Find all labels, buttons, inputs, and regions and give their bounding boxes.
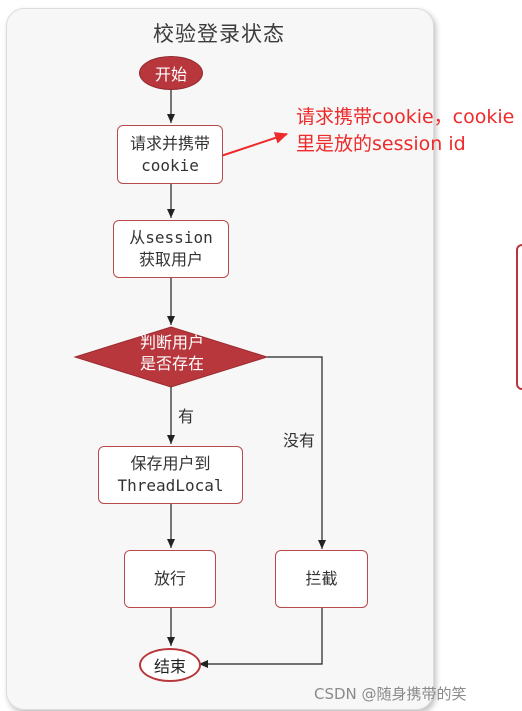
cookie-annotation: 请求携带cookie，cookie里是放的session id <box>296 106 515 155</box>
start-node-label: 开始 <box>154 65 187 84</box>
request-with-cookie-node: 请求并携带 cookie <box>117 125 223 184</box>
edge-decision-no <box>267 356 326 549</box>
decision-label: 判断用户 是否存在 <box>106 333 238 375</box>
edge-label-no: 没有 <box>283 431 316 450</box>
decision-label-line2: 是否存在 <box>139 353 204 373</box>
intercept-label: 拦截 <box>305 569 338 589</box>
end-node: 结束 <box>139 648 201 682</box>
decision-label-line1: 判断用户 <box>139 333 204 352</box>
save-user-line1: 保存用户到 <box>130 454 211 474</box>
get-user-line2: 获取用户 <box>138 250 203 269</box>
allow-label: 放行 <box>153 569 186 589</box>
get-user-from-session-node: 从session 获取用户 <box>113 220 229 278</box>
diagram-title: 校验登录状态 <box>153 22 285 46</box>
request-with-cookie-line1: 请求并携带 <box>129 133 210 153</box>
request-with-cookie-line2: cookie <box>141 155 199 175</box>
save-user-line2: ThreadLocal <box>117 476 224 495</box>
offscreen-shape-edge <box>516 244 522 390</box>
annotation-arrow <box>217 132 288 158</box>
intercept-node: 拦截 <box>275 550 368 608</box>
edge-label-yes: 有 <box>178 407 195 426</box>
save-user-threadlocal-node: 保存用户到 ThreadLocal <box>98 446 243 504</box>
get-user-line1: 从session <box>129 228 213 248</box>
end-node-label: 结束 <box>153 657 186 676</box>
edge-intercept-to-end <box>199 608 323 668</box>
watermark: CSDN @随身携带的笑 <box>314 685 467 703</box>
allow-node: 放行 <box>124 550 216 608</box>
start-node: 开始 <box>139 56 203 90</box>
